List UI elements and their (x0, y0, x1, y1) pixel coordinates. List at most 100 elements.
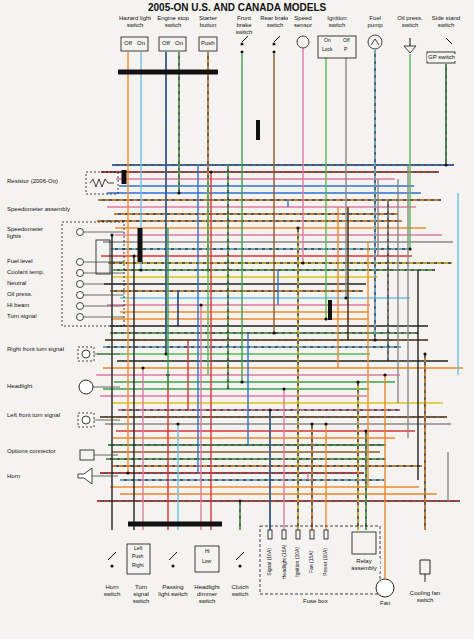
wire (277, 270, 278, 305)
switch-box (199, 37, 217, 51)
wire (101, 171, 439, 172)
wire (273, 54, 274, 333)
part-label: Passing light switch (157, 584, 189, 598)
wire (114, 381, 395, 382)
wire (377, 179, 378, 256)
connector-bar (138, 228, 143, 262)
lamp-lead (94, 455, 118, 456)
part-label: Rear brake switch (259, 15, 291, 29)
wire (325, 58, 326, 319)
lamp-lead (92, 476, 118, 477)
wire (357, 382, 358, 530)
wire (105, 339, 428, 341)
wire (110, 332, 418, 334)
wire (111, 248, 409, 249)
wire (97, 220, 402, 221)
fuse-label: Fan (15A) (309, 550, 315, 574)
junction-dot (141, 366, 144, 369)
resistor-symbol (90, 179, 114, 187)
wire (101, 255, 412, 256)
turn-signal-bulb (82, 416, 90, 424)
wire (116, 178, 395, 179)
wire (287, 200, 288, 207)
wire (424, 354, 426, 530)
lamp-lead (84, 232, 124, 233)
resistor-box (86, 172, 118, 194)
wire (112, 465, 422, 466)
part-label: Starter button (191, 15, 225, 29)
part-label: Oil press. switch (394, 15, 426, 29)
lamp-lead (94, 420, 120, 421)
part-label: P (343, 47, 348, 53)
junction-dot (344, 296, 347, 299)
part-label: Hi beam (6, 302, 30, 309)
wire (100, 472, 364, 474)
wire (311, 424, 312, 530)
junction-dot (310, 422, 313, 425)
part-label: Options connector (6, 448, 57, 455)
wire (114, 213, 398, 215)
part-label: Speedometer lights (6, 226, 56, 240)
wire (165, 52, 166, 354)
wire (111, 248, 409, 250)
wire (347, 207, 348, 340)
indicator-lamp (77, 314, 84, 321)
clutch-switch-symbol (236, 552, 244, 560)
indicator-lamp (77, 303, 84, 310)
wire (113, 402, 443, 403)
junction-dot (139, 268, 142, 271)
junction-dot (373, 338, 376, 341)
wire (115, 234, 442, 235)
wire (100, 416, 447, 418)
wire (177, 291, 179, 326)
wire (387, 200, 388, 361)
part-label: Coolant temp. (6, 269, 45, 276)
part-label: Oil press. (6, 291, 33, 298)
part-label: Fan (379, 600, 391, 607)
part-label: Resistor (2006-On) (6, 178, 59, 185)
lamp-lead (84, 273, 124, 274)
wire (106, 458, 386, 460)
wire (112, 465, 422, 467)
junction-dot (282, 387, 285, 390)
fuse-label: Power (10A) (323, 547, 329, 577)
wire (297, 228, 299, 530)
part-label: On (136, 40, 146, 47)
junction-dot (364, 429, 367, 432)
switch-contact (111, 565, 114, 568)
wire (110, 290, 363, 292)
wire (227, 165, 228, 389)
part-label: On (323, 38, 332, 44)
part-label: Neutral (6, 280, 27, 287)
brake-switch-symbol (242, 36, 248, 42)
fuel-pump-symbol (368, 35, 382, 49)
turn-signal-bulb (82, 350, 90, 358)
wire (325, 424, 326, 530)
part-label: Off (342, 38, 351, 44)
fuse-label: Signal (10A) (267, 547, 273, 577)
wire (142, 368, 143, 530)
part-label: Off (123, 40, 133, 47)
fuse-label: Headlight (15A) (282, 544, 288, 581)
wire (112, 164, 454, 166)
indicator-lamp (77, 292, 84, 299)
junction-dot (423, 352, 426, 355)
speed-sensor-symbol (297, 36, 309, 48)
wire (197, 165, 198, 473)
fan-motor-symbol (376, 579, 394, 597)
wire (120, 479, 384, 481)
wire (115, 227, 426, 228)
fan-lead (384, 530, 385, 579)
wire (345, 58, 346, 298)
horn-symbol (78, 468, 92, 484)
turn-signal-connector (78, 347, 94, 361)
wire (167, 228, 168, 389)
part-label: Fuel pump (360, 15, 390, 29)
wire (247, 333, 248, 445)
switch-box (121, 37, 148, 51)
wire (239, 501, 240, 530)
wire (337, 207, 338, 368)
junction-dot (296, 226, 299, 229)
